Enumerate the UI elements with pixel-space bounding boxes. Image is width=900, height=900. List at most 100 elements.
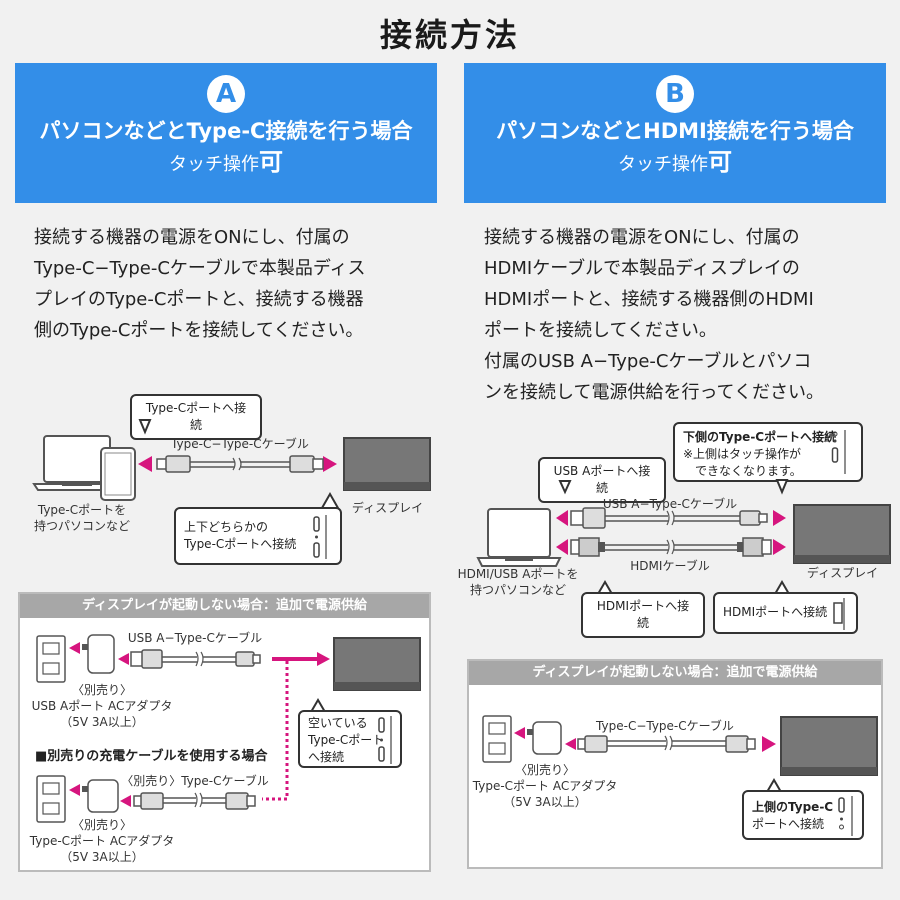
instruction-line: 付属のUSB A−Type-Cケーブルとパソコ — [484, 351, 812, 372]
arrow-left-icon — [565, 738, 576, 750]
wall-outlet-icon — [36, 635, 66, 683]
instruction-line: Type-C−Type-Cケーブルで本製品ディス — [34, 258, 366, 279]
adapter-label-line: USB Aポート ACアダプタ — [31, 699, 173, 713]
bubble-upper-typec-port: 上側のType-C ポートへ接続 — [742, 790, 864, 840]
ac-adapter-icon — [82, 779, 119, 813]
hdmi-cable-label: HDMIケーブル — [630, 559, 710, 573]
usb-a-typec-cable-icon — [130, 649, 261, 669]
touch-value: 可 — [708, 148, 732, 176]
instruction-line: 側のType-Cポートを接続してください。 — [34, 320, 364, 341]
section-a-heading: パソコンなどとType-C接続を行う場合 — [39, 119, 413, 143]
wall-outlet-icon — [482, 715, 512, 763]
alt-adapter-label: 〈別売り〉 Type-Cポート ACアダプタ （5V 3A以上） — [22, 817, 182, 865]
bubble-line: Type-Cポート — [308, 733, 385, 747]
bubble-line: 下側のType-Cポートへ接続 — [683, 430, 837, 444]
arrow-left-icon — [556, 539, 568, 555]
adapter-label-line: 〈別売り〉 — [71, 818, 132, 832]
display-icon — [793, 504, 891, 564]
bubble-line: 上下どちらかの — [184, 520, 269, 534]
device-label-line: Type-Cポートを — [37, 503, 127, 517]
bubble-line: できなくなります。 — [683, 464, 802, 478]
bubble-usb-a-port: USB Aポートへ接続 — [538, 457, 666, 503]
bubble-line: ※上側はタッチ操作が — [683, 447, 802, 461]
display-label: ディスプレイ — [806, 566, 879, 580]
bubble-tail — [558, 480, 572, 495]
bubble-typec-port-connect: Type-Cポートへ接続 — [130, 394, 262, 440]
arrow-left-icon — [138, 456, 152, 472]
typec-ports-icon — [313, 515, 327, 559]
bubble-tail — [138, 419, 152, 435]
bubble-port-select: 上下どちらかの Type-Cポートへ接続 — [174, 507, 342, 565]
section-b-badge: B — [656, 75, 694, 113]
arrow-left-icon — [514, 727, 525, 739]
touch-label: タッチ操作 — [618, 154, 708, 175]
arrow-left-icon — [118, 653, 129, 665]
arrow-right-icon — [773, 510, 786, 526]
typec-port-icon — [831, 430, 846, 474]
section-a-instructions: 接続する機器の電源をONにし、付属の Type-C−Type-Cケーブルで本製品… — [34, 222, 366, 346]
usb-a-typec-cable-icon — [570, 507, 768, 529]
display-icon — [333, 637, 421, 691]
instruction-line: ポートを接続してください。 — [484, 320, 717, 341]
device-label-line: 持つパソコンなど — [33, 519, 130, 533]
typec-cable-icon — [577, 735, 756, 753]
instruction-line: HDMIケーブルで本製品ディスプレイの — [484, 258, 800, 279]
section-b-touch: タッチ操作可 — [464, 147, 886, 180]
instruction-line: プレイのType-Cポートと、接続する機器 — [34, 289, 364, 310]
adapter-label-line: Type-Cポート ACアダプタ — [29, 834, 175, 848]
ac-adapter-icon — [82, 634, 115, 674]
laptop-icon — [32, 435, 122, 491]
section-b-heading: パソコンなどとHDMI接続を行う場合 — [496, 119, 854, 143]
arrow-left-icon — [120, 795, 131, 807]
section-a-touch: タッチ操作可 — [15, 147, 437, 180]
section-a-badge: A — [207, 75, 245, 113]
adapter-label-line: （5V 3A以上） — [503, 795, 587, 809]
instruction-line: ンを接続して電源供給を行ってください。 — [484, 382, 825, 403]
arrow-left-icon — [69, 642, 80, 654]
device-label-line: 持つパソコンなど — [469, 583, 566, 597]
arrow-right-icon — [773, 539, 786, 555]
bubble-line: ポートへ接続 — [752, 817, 825, 831]
arrow-right-icon — [317, 652, 330, 666]
tablet-icon — [100, 447, 136, 501]
instruction-line: 接続する機器の電源をONにし、付属の — [34, 227, 350, 248]
cable-label: Type-C−Type-Cケーブル — [171, 437, 309, 451]
typec-ports-icon — [378, 716, 392, 764]
typec-cable-icon — [133, 792, 256, 810]
panel-header: ディスプレイが起動しない場合：追加で電源供給 — [469, 661, 881, 685]
bubble-line: Type-Cポートへ接続 — [184, 537, 297, 551]
bubble-hdmi-pc-port: HDMIポートへ接続 — [581, 592, 705, 638]
bubble-line: HDMIポートへ接続 — [723, 605, 828, 619]
section-b-banner: B パソコンなどとHDMI接続を行う場合 タッチ操作可 — [464, 63, 886, 203]
bubble-line: 空いている — [308, 716, 368, 730]
adapter-label-line: （5V 3A以上） — [60, 850, 144, 864]
arrow-right-icon — [762, 736, 776, 752]
alt-cable-heading: ■別売りの充電ケーブルを使用する場合 — [35, 749, 268, 764]
display-icon — [343, 437, 431, 491]
typec-cable-icon — [156, 455, 324, 473]
device-label: HDMI/USB Aポートを 持つパソコンなど — [455, 566, 581, 598]
bubble-hdmi-display-port: HDMIポートへ接続 — [713, 592, 858, 634]
bubble-empty-typec-port: 空いている Type-Cポート へ接続 — [298, 710, 402, 768]
bubble-line: 上側のType-C — [752, 800, 834, 814]
touch-label: タッチ操作 — [169, 154, 259, 175]
display-label: ディスプレイ — [351, 501, 424, 515]
bubble-lower-typec-port: 下側のType-Cポートへ接続 ※上側はタッチ操作が できなくなります。 — [673, 422, 863, 482]
bubble-line: へ接続 — [308, 750, 345, 764]
adapter-label: 〈別売り〉 USB Aポート ACアダプタ （5V 3A以上） — [22, 682, 182, 730]
hdmi-cable-icon — [570, 537, 772, 557]
arrow-left-icon — [69, 784, 80, 796]
arrow-right-icon — [323, 456, 337, 472]
wall-outlet-icon — [36, 775, 66, 823]
adapter-label: 〈別売り〉 Type-Cポート ACアダプタ （5V 3A以上） — [465, 762, 625, 810]
typec-port-icon — [838, 796, 853, 836]
adapter-label-line: 〈別売り〉 — [71, 683, 132, 697]
instruction-line: HDMIポートと、接続する機器側のHDMI — [484, 289, 814, 310]
arrow-left-icon — [556, 510, 568, 526]
instruction-line: 接続する機器の電源をONにし、付属の — [484, 227, 800, 248]
alt-cable-label: 〈別売り〉Type-Cケーブル — [121, 774, 269, 788]
laptop-icon — [476, 508, 562, 567]
panel-header: ディスプレイが起動しない場合：追加で電源供給 — [20, 594, 429, 618]
device-label-line: HDMI/USB Aポートを — [457, 567, 579, 581]
